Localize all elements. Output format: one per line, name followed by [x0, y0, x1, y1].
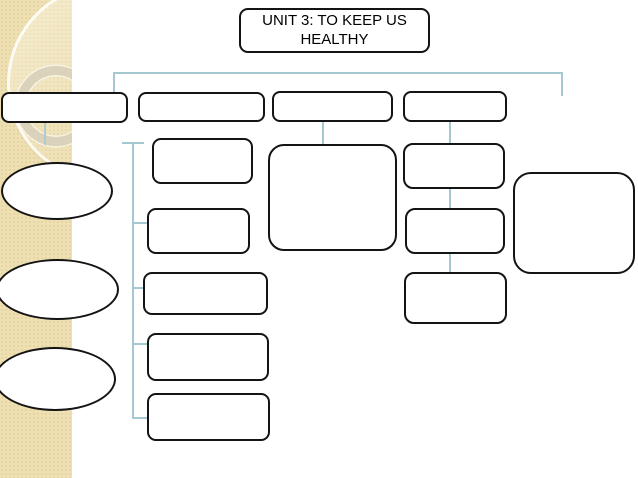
bracket-tick-2 [132, 222, 147, 224]
connector-horizontal-main [113, 72, 563, 74]
connector-r1-to-r2 [449, 188, 451, 208]
bracket-bottom-bar [132, 417, 148, 419]
topic-box-1[interactable] [1, 92, 128, 123]
title-box[interactable]: UNIT 3: TO KEEP US HEALTHY [239, 8, 430, 53]
ellipse-2[interactable] [0, 259, 119, 320]
sub-box-left-2[interactable] [147, 208, 250, 254]
ellipse-3[interactable] [0, 347, 116, 411]
detail-box-right[interactable] [513, 172, 635, 274]
connector-drop-left [113, 72, 115, 92]
sub-box-left-4[interactable] [147, 333, 269, 381]
sub-box-right-2[interactable] [405, 208, 505, 254]
sub-box-left-5[interactable] [147, 393, 270, 441]
sub-box-right-3[interactable] [404, 272, 507, 324]
slide-title: UNIT 3: TO KEEP US HEALTHY [262, 11, 407, 48]
topic-box-3[interactable] [272, 91, 393, 122]
connector-box4-to-r1 [449, 121, 451, 143]
connector-stub-below-box1 [44, 123, 46, 145]
topic-box-4[interactable] [403, 91, 507, 122]
topic-box-2[interactable] [138, 92, 265, 122]
sub-box-left-3[interactable] [143, 272, 268, 315]
connector-box3-to-middle [322, 121, 324, 144]
connector-drop-right [561, 72, 563, 96]
detail-box-middle[interactable] [268, 144, 397, 251]
sub-box-right-1[interactable] [403, 143, 505, 189]
connector-r2-to-r3 [449, 253, 451, 273]
bracket-top-bar [122, 142, 144, 144]
bracket-vertical-line [132, 142, 134, 419]
ellipse-1[interactable] [1, 162, 113, 220]
bracket-tick-3 [132, 287, 144, 289]
bracket-tick-4 [132, 343, 147, 345]
sub-box-left-1[interactable] [152, 138, 253, 184]
